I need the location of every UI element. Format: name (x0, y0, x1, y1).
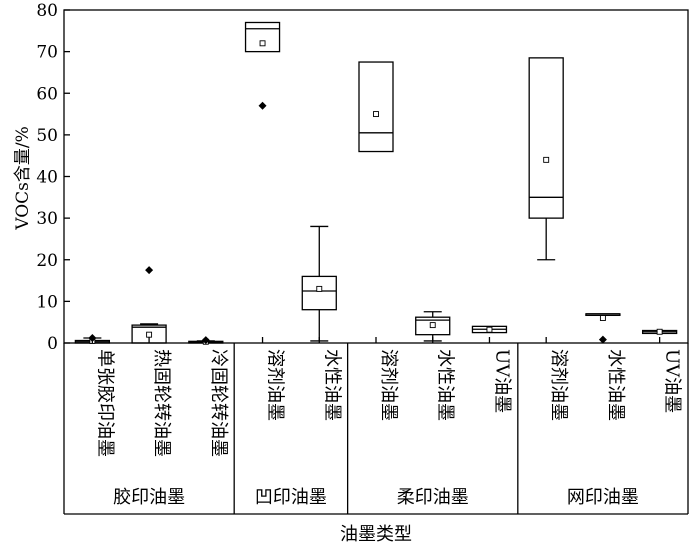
box-item (301, 225, 337, 342)
mean-marker (656, 328, 663, 335)
box-item (415, 311, 451, 342)
mean-marker (259, 40, 266, 47)
group-label: 网印油墨 (567, 487, 639, 508)
x-axis-group-panel: 胶印油墨 凹印油墨 柔印油墨 网印油墨 (63, 343, 689, 515)
y-tick-label: 0 (47, 334, 58, 354)
mean-marker (429, 322, 436, 329)
x-axis-category-labels: 单张胶印油墨 热固轮转油墨 冷固轮转油墨 溶剂油墨 水性油墨 溶剂油墨 水性油墨 UV油墨 溶剂… (91, 337, 683, 457)
mean-marker (599, 315, 606, 321)
x-category-label: 热固轮转油墨 (151, 349, 172, 457)
box-item (471, 325, 508, 334)
box-item (131, 266, 167, 344)
mean-marker (316, 285, 323, 292)
box-item (641, 328, 678, 335)
box (528, 57, 564, 219)
x-category-label: 冷固轮转油墨 (208, 349, 229, 457)
box (415, 316, 451, 336)
y-tick-label: 10 (36, 292, 58, 312)
x-category-label: 溶剂油墨 (378, 349, 399, 421)
mean-marker (486, 326, 493, 333)
y-tick-label: 30 (36, 209, 58, 229)
x-category-label: 溶剂油墨 (548, 349, 569, 421)
group-label: 凹印油墨 (255, 487, 327, 508)
mean-marker (146, 331, 153, 338)
plot-area (63, 9, 689, 344)
y-axis: 0 10 20 30 40 50 60 70 80 (36, 1, 70, 354)
box-item (244, 21, 281, 110)
box (301, 275, 337, 311)
x-category-label: 水性油墨 (435, 349, 456, 421)
x-category-label: UV油墨 (662, 349, 683, 413)
y-tick-label: 80 (36, 1, 58, 21)
plot-frame (63, 9, 689, 344)
box-item (528, 57, 564, 261)
box-item (358, 61, 394, 153)
x-axis-label: 油墨类型 (340, 524, 412, 545)
x-category-label: 单张胶印油墨 (94, 349, 115, 457)
box (358, 61, 394, 153)
mean-marker (543, 156, 550, 163)
box-item (585, 313, 621, 344)
y-axis-label: VOCs含量/% (13, 126, 33, 231)
x-category-label: 水性油墨 (321, 349, 342, 421)
mean-marker (373, 111, 379, 118)
group-label: 柔印油墨 (397, 487, 469, 508)
y-tick-label: 50 (36, 126, 58, 146)
x-category-label: UV油墨 (491, 349, 512, 413)
x-category-label: 溶剂油墨 (265, 349, 286, 421)
box-series (74, 21, 678, 345)
box (244, 21, 281, 53)
y-tick-label: 40 (36, 168, 58, 188)
outlier-point (145, 266, 154, 275)
y-tick-label: 70 (36, 43, 58, 63)
outlier-point (258, 101, 267, 110)
x-category-label: 水性油墨 (605, 349, 626, 421)
group-label: 胶印油墨 (113, 487, 185, 508)
y-tick-label: 60 (36, 84, 58, 104)
y-tick-label: 20 (36, 251, 58, 271)
